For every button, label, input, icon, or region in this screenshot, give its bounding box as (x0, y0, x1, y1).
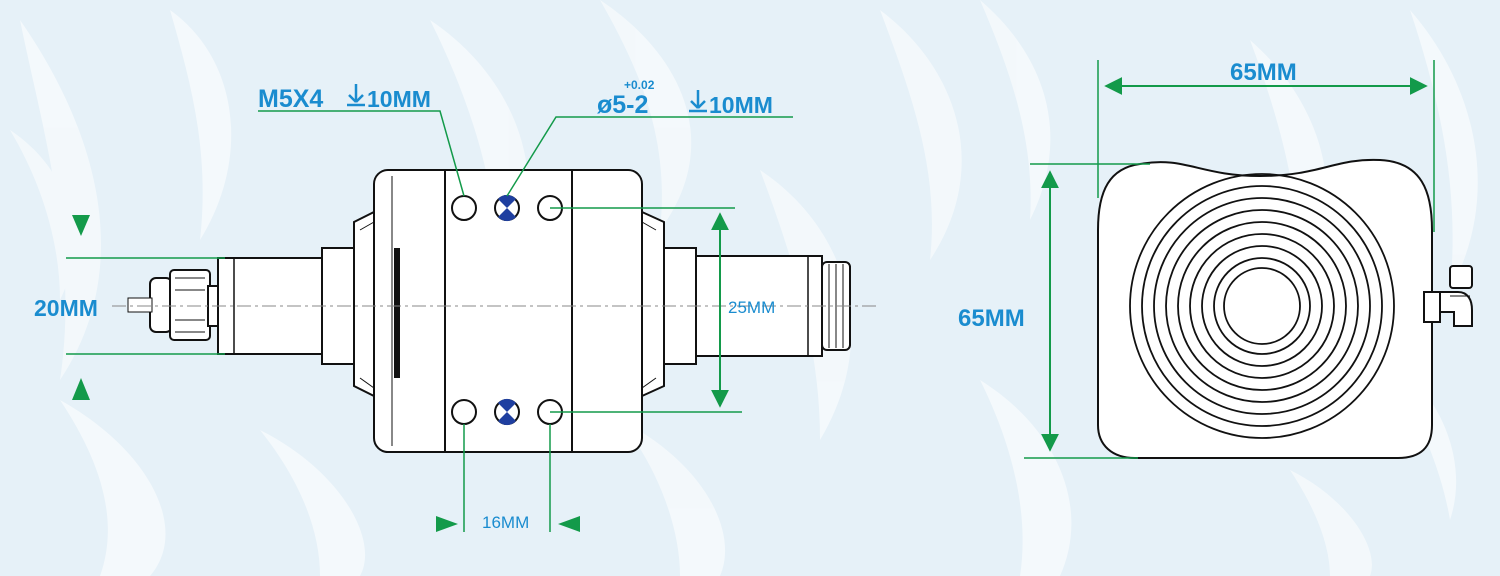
hole-top-left (451, 195, 477, 221)
side-view-dimensions (66, 110, 793, 532)
left-flange (353, 210, 375, 398)
pin-tolerance: +0.02 (624, 78, 655, 92)
pin-depth: 10MM (709, 92, 773, 118)
thread-label: M5X4 (258, 85, 323, 113)
front-view (1097, 158, 1473, 459)
side-view (112, 169, 880, 453)
height-label: 65MM (958, 305, 1025, 332)
depth-symbol-icon (347, 84, 365, 107)
pin-hole-top (494, 194, 520, 222)
side-view-labels: M5X4 10MM +0.02 ø5-2 10MM 20MM 25MM 16MM (34, 78, 775, 532)
leader-pin (506, 116, 793, 197)
front-view-dimensions (1024, 60, 1435, 459)
pin-hole-bottom (494, 398, 520, 426)
elbow-fitting (1423, 265, 1473, 327)
shaft-dia-label: 20MM (34, 295, 98, 321)
hole-spacing-h-label: 16MM (482, 513, 529, 532)
thread-depth: 10MM (367, 86, 431, 112)
width-label: 65MM (1230, 59, 1297, 86)
concentric-rings (1129, 173, 1395, 439)
hole-bottom-left (451, 399, 477, 425)
right-flange (641, 210, 665, 398)
pin-label: ø5-2 (597, 91, 648, 119)
leader-thread (258, 110, 465, 197)
left-fitting (127, 269, 221, 341)
hole-spacing-v-label: 25MM (728, 298, 775, 317)
front-view-labels: 65MM 65MM (958, 59, 1297, 332)
depth-symbol-icon (689, 90, 707, 113)
